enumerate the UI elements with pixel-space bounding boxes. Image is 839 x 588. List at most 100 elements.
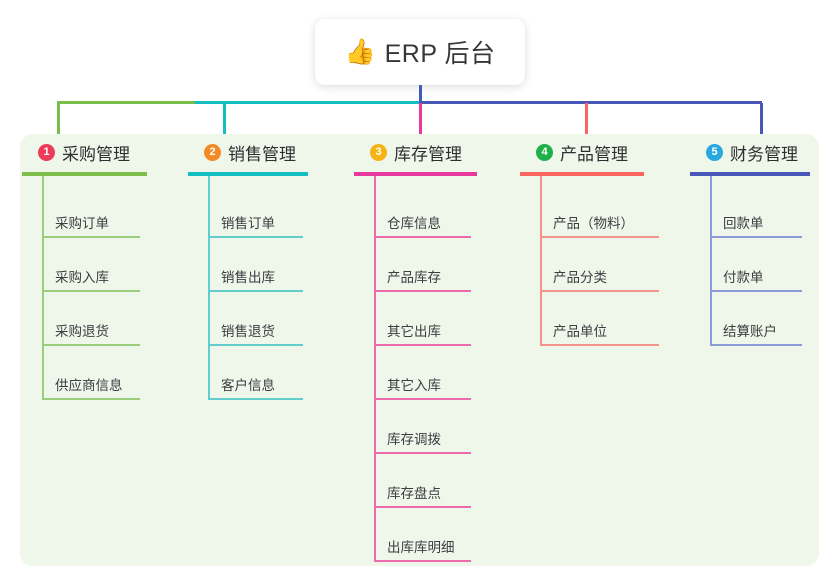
category-item[interactable]: 出库库明细: [352, 510, 524, 564]
category-item-list: 产品（物料） 产品分类产品单位: [518, 186, 688, 348]
category-item[interactable]: 库存调拨: [352, 402, 524, 456]
category-item-label: 付款单: [723, 270, 764, 285]
connector-trunk: [419, 85, 422, 102]
connector-drop: [760, 103, 763, 135]
category-item[interactable]: 采购退货: [20, 294, 185, 348]
category-item-underline: [374, 344, 471, 346]
root-node-title: ERP 后台: [384, 40, 496, 68]
category-item-label: 产品（物料）: [553, 216, 634, 231]
category-item-label: 出库库明细: [387, 540, 455, 555]
connector-bus-segment: [57, 101, 195, 104]
category-item-label: 库存盘点: [387, 486, 441, 501]
category-item-label: 库存调拨: [387, 432, 441, 447]
category-title: 采购管理: [62, 144, 130, 164]
category-item-label: 销售出库: [221, 270, 275, 285]
category-title: 产品管理: [560, 144, 628, 164]
category-title: 库存管理: [394, 144, 462, 164]
root-node-card[interactable]: 👍 ERP 后台: [315, 19, 525, 85]
category-item[interactable]: 付款单: [688, 240, 823, 294]
category-item[interactable]: 供应商信息: [20, 348, 185, 402]
category-item-underline: [208, 398, 303, 400]
category-header[interactable]: 1 采购管理: [20, 134, 185, 170]
category-item-label: 回款单: [723, 216, 764, 231]
category-item-label: 产品库存: [387, 270, 441, 285]
category-item-label: 销售订单: [221, 216, 275, 231]
category-item[interactable]: 产品库存: [352, 240, 524, 294]
category-item[interactable]: 其它入库: [352, 348, 524, 402]
category-spine: [374, 176, 376, 562]
category-header[interactable]: 2 销售管理: [186, 134, 351, 170]
category-item-label: 其它出库: [387, 324, 441, 339]
category-underline: [22, 172, 147, 176]
category-item[interactable]: 结算账户: [688, 294, 823, 348]
category-item-underline: [42, 290, 140, 292]
category-spine: [540, 176, 542, 346]
category-item-list: 仓库信息产品库存其它出库其它入库库存调拨库存盘点出库库明细: [352, 186, 524, 564]
category-title: 销售管理: [228, 144, 296, 164]
category-item[interactable]: 客户信息: [186, 348, 351, 402]
diagram-panel: 1 采购管理采购订单采购入库采购退货供应商信息 2 销售管理销售订单销售出库销售退货客…: [20, 134, 819, 566]
category-title: 财务管理: [730, 144, 798, 164]
category-number-badge: 5: [706, 143, 723, 161]
category-item-label: 供应商信息: [55, 378, 123, 393]
category-item[interactable]: 其它出库: [352, 294, 524, 348]
category-number-badge: 4: [536, 143, 553, 161]
category-underline: [188, 172, 308, 176]
category-item[interactable]: 采购订单: [20, 186, 185, 240]
connector-bus-segment: [419, 101, 762, 104]
category-underline: [354, 172, 477, 176]
category-item-underline: [374, 398, 471, 400]
category-item-underline: [42, 398, 140, 400]
connector-drop: [585, 103, 588, 135]
category-spine: [710, 176, 712, 346]
category-column: 4 产品管理产品（物料） 产品分类产品单位: [518, 134, 688, 348]
category-item-underline: [710, 290, 802, 292]
category-item[interactable]: 销售订单: [186, 186, 351, 240]
category-spine: [42, 176, 44, 400]
category-item[interactable]: 产品（物料）: [518, 186, 688, 240]
category-item[interactable]: 产品分类: [518, 240, 688, 294]
category-item-label: 采购入库: [55, 270, 109, 285]
category-item-underline: [374, 236, 471, 238]
category-item-underline: [208, 344, 303, 346]
category-item-underline: [374, 452, 471, 454]
category-item-underline: [374, 290, 471, 292]
category-item-list: 采购订单采购入库采购退货供应商信息: [20, 186, 185, 402]
category-header[interactable]: 5 财务管理: [688, 134, 823, 170]
category-item[interactable]: 回款单: [688, 186, 823, 240]
category-item-label: 客户信息: [221, 378, 275, 393]
category-column: 5 财务管理回款单付款单结算账户: [688, 134, 823, 348]
category-item-underline: [710, 344, 802, 346]
category-item-list: 销售订单销售出库销售退货客户信息: [186, 186, 351, 402]
category-item-underline: [540, 290, 659, 292]
connector-bus-segment: [195, 101, 419, 104]
category-item-label: 采购订单: [55, 216, 109, 231]
category-underline: [690, 172, 810, 176]
category-item-label: 采购退货: [55, 324, 109, 339]
category-header[interactable]: 4 产品管理: [518, 134, 688, 170]
category-item-label: 其它入库: [387, 378, 441, 393]
category-item-label: 销售退货: [221, 324, 275, 339]
thumbs-up-icon: 👍: [344, 37, 376, 66]
category-item-list: 回款单付款单结算账户: [688, 186, 823, 348]
category-number-badge: 2: [204, 143, 221, 161]
category-column: 1 采购管理采购订单采购入库采购退货供应商信息: [20, 134, 185, 402]
category-item-underline: [540, 236, 659, 238]
category-item-label: 仓库信息: [387, 216, 441, 231]
category-item[interactable]: 库存盘点: [352, 456, 524, 510]
category-underline: [520, 172, 644, 176]
category-item[interactable]: 采购入库: [20, 240, 185, 294]
category-item[interactable]: 销售退货: [186, 294, 351, 348]
category-item-underline: [42, 344, 140, 346]
category-item-underline: [42, 236, 140, 238]
category-item[interactable]: 仓库信息: [352, 186, 524, 240]
category-item[interactable]: 销售出库: [186, 240, 351, 294]
category-item-underline: [208, 290, 303, 292]
category-item-underline: [208, 236, 303, 238]
category-item[interactable]: 产品单位: [518, 294, 688, 348]
category-number-badge: 1: [38, 143, 55, 161]
category-item-label: 产品分类: [553, 270, 607, 285]
